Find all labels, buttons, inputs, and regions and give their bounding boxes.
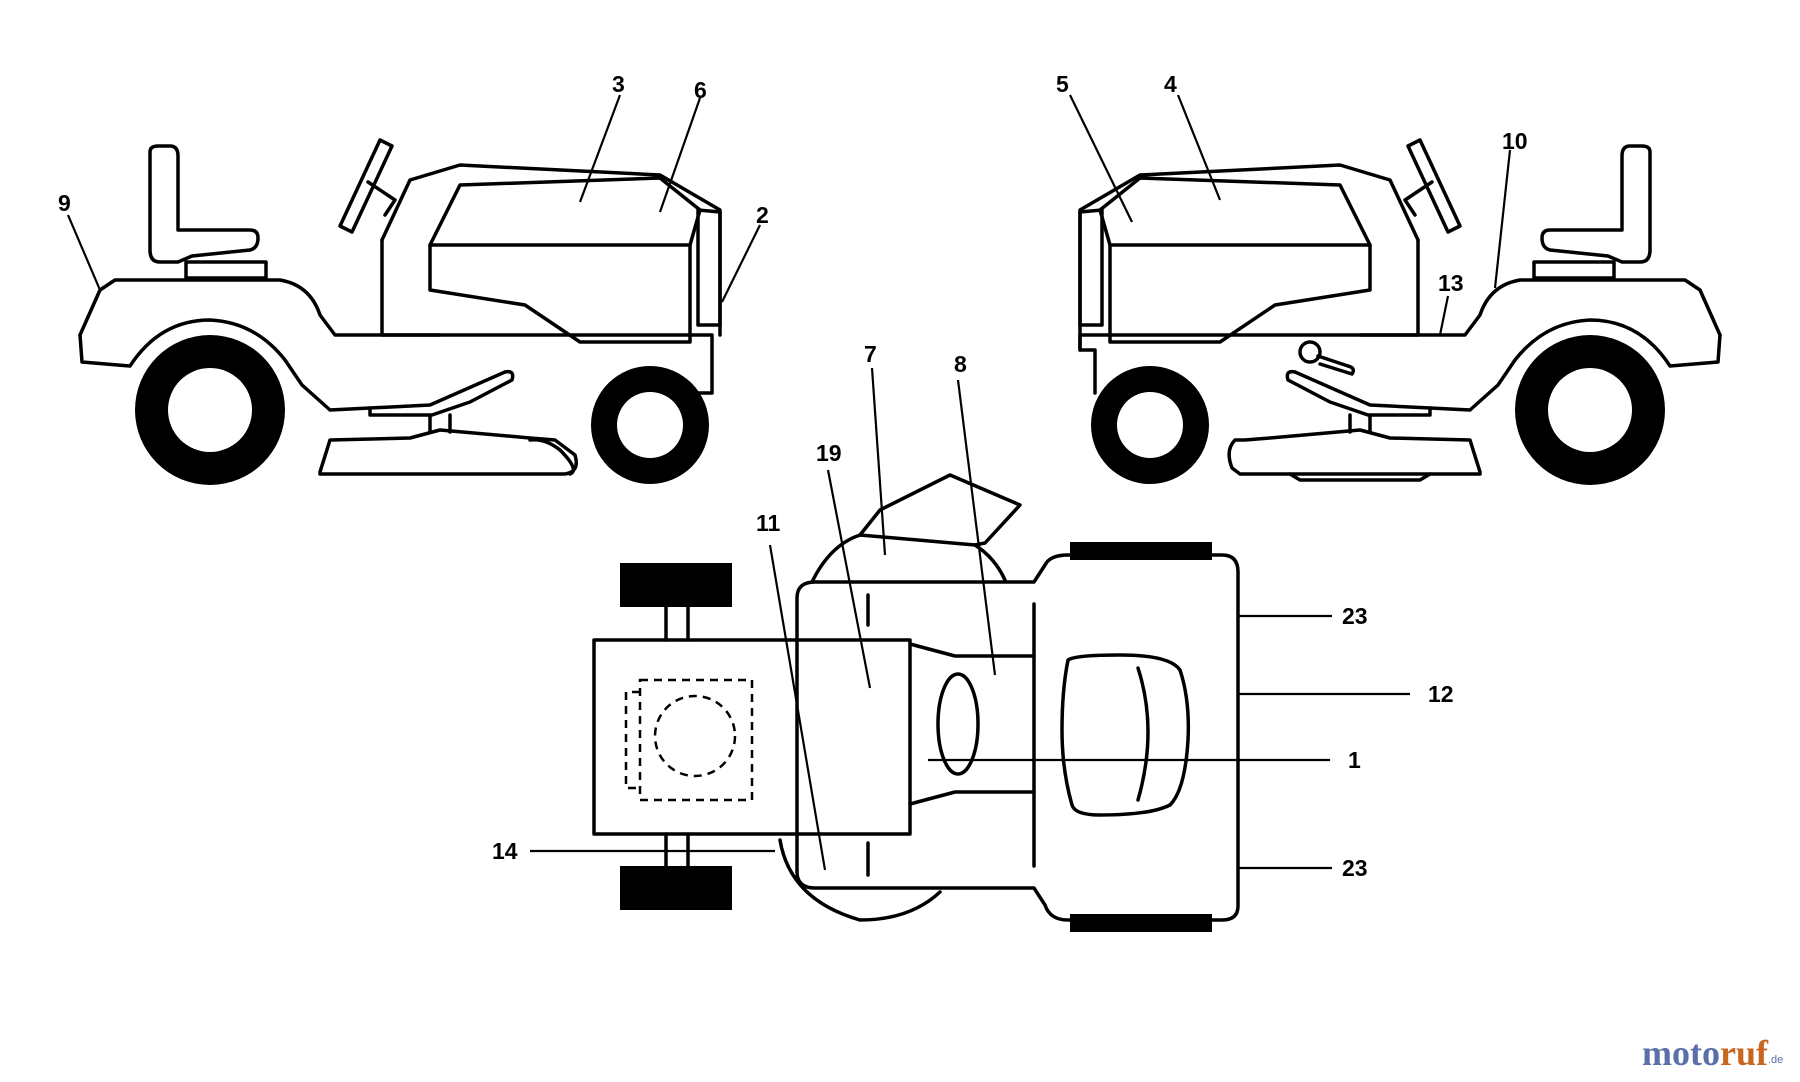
left-grille [696, 208, 722, 327]
left-hood-side [428, 243, 692, 344]
left-deck-chute [528, 437, 576, 476]
top-front-tire-lower [620, 866, 732, 910]
right-hood-panel [1098, 176, 1372, 247]
left-hood [380, 163, 722, 337]
left-front-hub [617, 392, 683, 458]
callout-23-lower: 23 [1342, 855, 1368, 881]
left-rear-fender [78, 318, 372, 412]
top-hood [592, 638, 912, 836]
left-mower-deck [318, 428, 578, 476]
top-engine-inner [624, 690, 640, 790]
right-key-switch [1298, 340, 1322, 364]
top-engine-outline [638, 678, 754, 802]
callout-4: 4 [1164, 71, 1177, 97]
right-steering-column [1403, 180, 1434, 217]
left-side-view [78, 138, 722, 485]
callout-5: 5 [1056, 71, 1069, 97]
left-rear-hub [168, 368, 252, 452]
top-engine-circle [653, 694, 737, 778]
top-body [795, 553, 1240, 922]
left-seat-base [184, 260, 268, 280]
right-side-view [1078, 138, 1722, 485]
callout-1: 1 [1348, 747, 1361, 773]
top-deck-lower [778, 838, 942, 922]
callout-9: 9 [58, 190, 71, 216]
right-hood-side [1108, 243, 1372, 344]
top-front-tire-upper [620, 563, 732, 607]
callout-13: 13 [1438, 270, 1464, 296]
callout-labels: 3 6 2 9 5 4 10 13 7 8 19 11 14 1 12 23 2… [58, 71, 1528, 881]
right-seat-base [1532, 260, 1616, 280]
top-front-axle-upper [664, 605, 690, 642]
right-frame [1078, 238, 1420, 395]
callout-3: 3 [612, 71, 625, 97]
callout-6: 6 [694, 77, 707, 103]
right-key-handle [1316, 354, 1356, 376]
callout-19: 19 [816, 440, 842, 466]
right-steering-wheel [1406, 138, 1462, 234]
watermark-logo: motoruf.de [1642, 1033, 1783, 1073]
left-fender-top [78, 278, 442, 337]
callout-12: 12 [1428, 681, 1454, 707]
top-seat-back [1136, 666, 1150, 802]
right-front-hub [1117, 392, 1183, 458]
left-steering-wheel [338, 138, 394, 234]
left-deck-hanger [428, 413, 452, 434]
right-deck-skirt [1288, 472, 1432, 482]
callout-8: 8 [954, 351, 967, 377]
top-discharge-chute [858, 473, 1022, 547]
right-fender-top [1358, 278, 1722, 337]
callout-2: 2 [756, 202, 769, 228]
right-rear-hub [1548, 368, 1632, 452]
right-rear-fender [1428, 318, 1722, 412]
left-seat [148, 144, 260, 264]
right-deck-hanger [1348, 413, 1372, 434]
callout-23-upper: 23 [1342, 603, 1368, 629]
top-rear-tire-upper [1070, 542, 1212, 560]
right-seat [1540, 144, 1652, 264]
leader-lines [66, 94, 1512, 871]
callout-7: 7 [864, 341, 877, 367]
svg-text:motoruf.de: motoruf.de [1642, 1033, 1783, 1073]
left-steering-column [366, 180, 397, 217]
top-seat [1060, 653, 1191, 817]
callout-14: 14 [492, 838, 518, 864]
top-console [908, 642, 1036, 806]
left-frame [380, 238, 714, 395]
top-steering-wheel [936, 672, 980, 776]
right-mower-deck [1227, 428, 1482, 476]
left-pedal [368, 369, 515, 417]
left-hood-panel [428, 176, 702, 247]
callout-10: 10 [1502, 128, 1528, 154]
right-grille [1078, 208, 1104, 327]
top-view [592, 473, 1240, 932]
callout-11: 11 [756, 510, 781, 536]
top-rear-tire-lower [1070, 914, 1212, 932]
right-pedal [1285, 369, 1432, 417]
